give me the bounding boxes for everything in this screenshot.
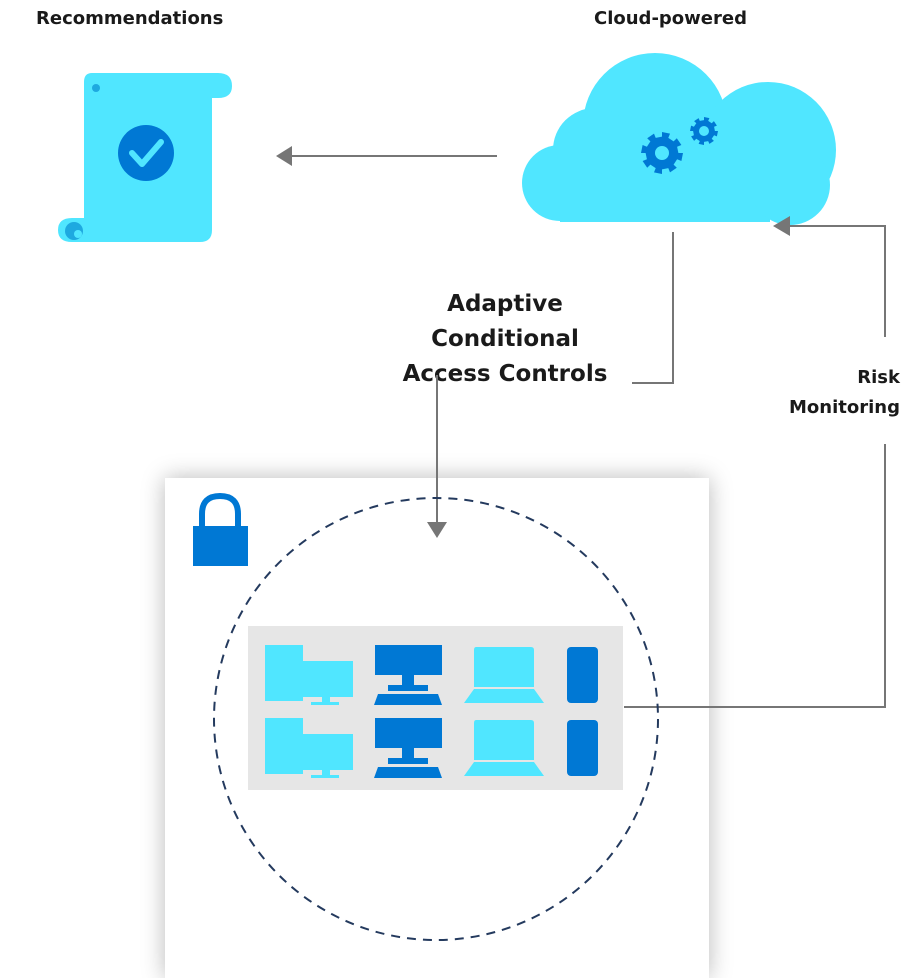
adaptive-line-1: Adaptive <box>447 291 563 317</box>
risk-line-2: Monitoring <box>789 397 900 418</box>
controls-to-environment-arrow <box>427 375 447 538</box>
laptop-icon <box>464 720 544 776</box>
desktop-tower-icon <box>265 718 353 778</box>
cloud-to-recommendations-arrow <box>276 146 497 166</box>
phone-icon <box>567 647 598 703</box>
recommendations-label: Recommendations <box>36 8 224 29</box>
adaptive-line-2: Conditional <box>431 326 579 352</box>
gear-icon <box>641 132 683 174</box>
desktop-monitor-icon <box>374 718 442 778</box>
phone-icon <box>567 720 598 776</box>
risk-monitoring-label: Risk Monitoring <box>740 363 900 423</box>
cloud-to-controls-connector <box>632 232 674 384</box>
devices-group <box>265 645 598 778</box>
protection-boundary-circle <box>213 497 659 941</box>
cloud-gears-icon <box>522 53 836 225</box>
laptop-icon <box>464 647 544 703</box>
cloud-powered-label: Cloud-powered <box>594 8 747 29</box>
gear-icon <box>690 117 718 145</box>
padlock-icon <box>193 492 248 566</box>
desktop-monitor-icon <box>374 645 442 705</box>
risk-monitoring-arrow <box>624 216 886 708</box>
scroll-checkmark-icon <box>58 73 232 242</box>
risk-line-1: Risk <box>857 367 900 388</box>
desktop-tower-icon <box>265 645 353 705</box>
